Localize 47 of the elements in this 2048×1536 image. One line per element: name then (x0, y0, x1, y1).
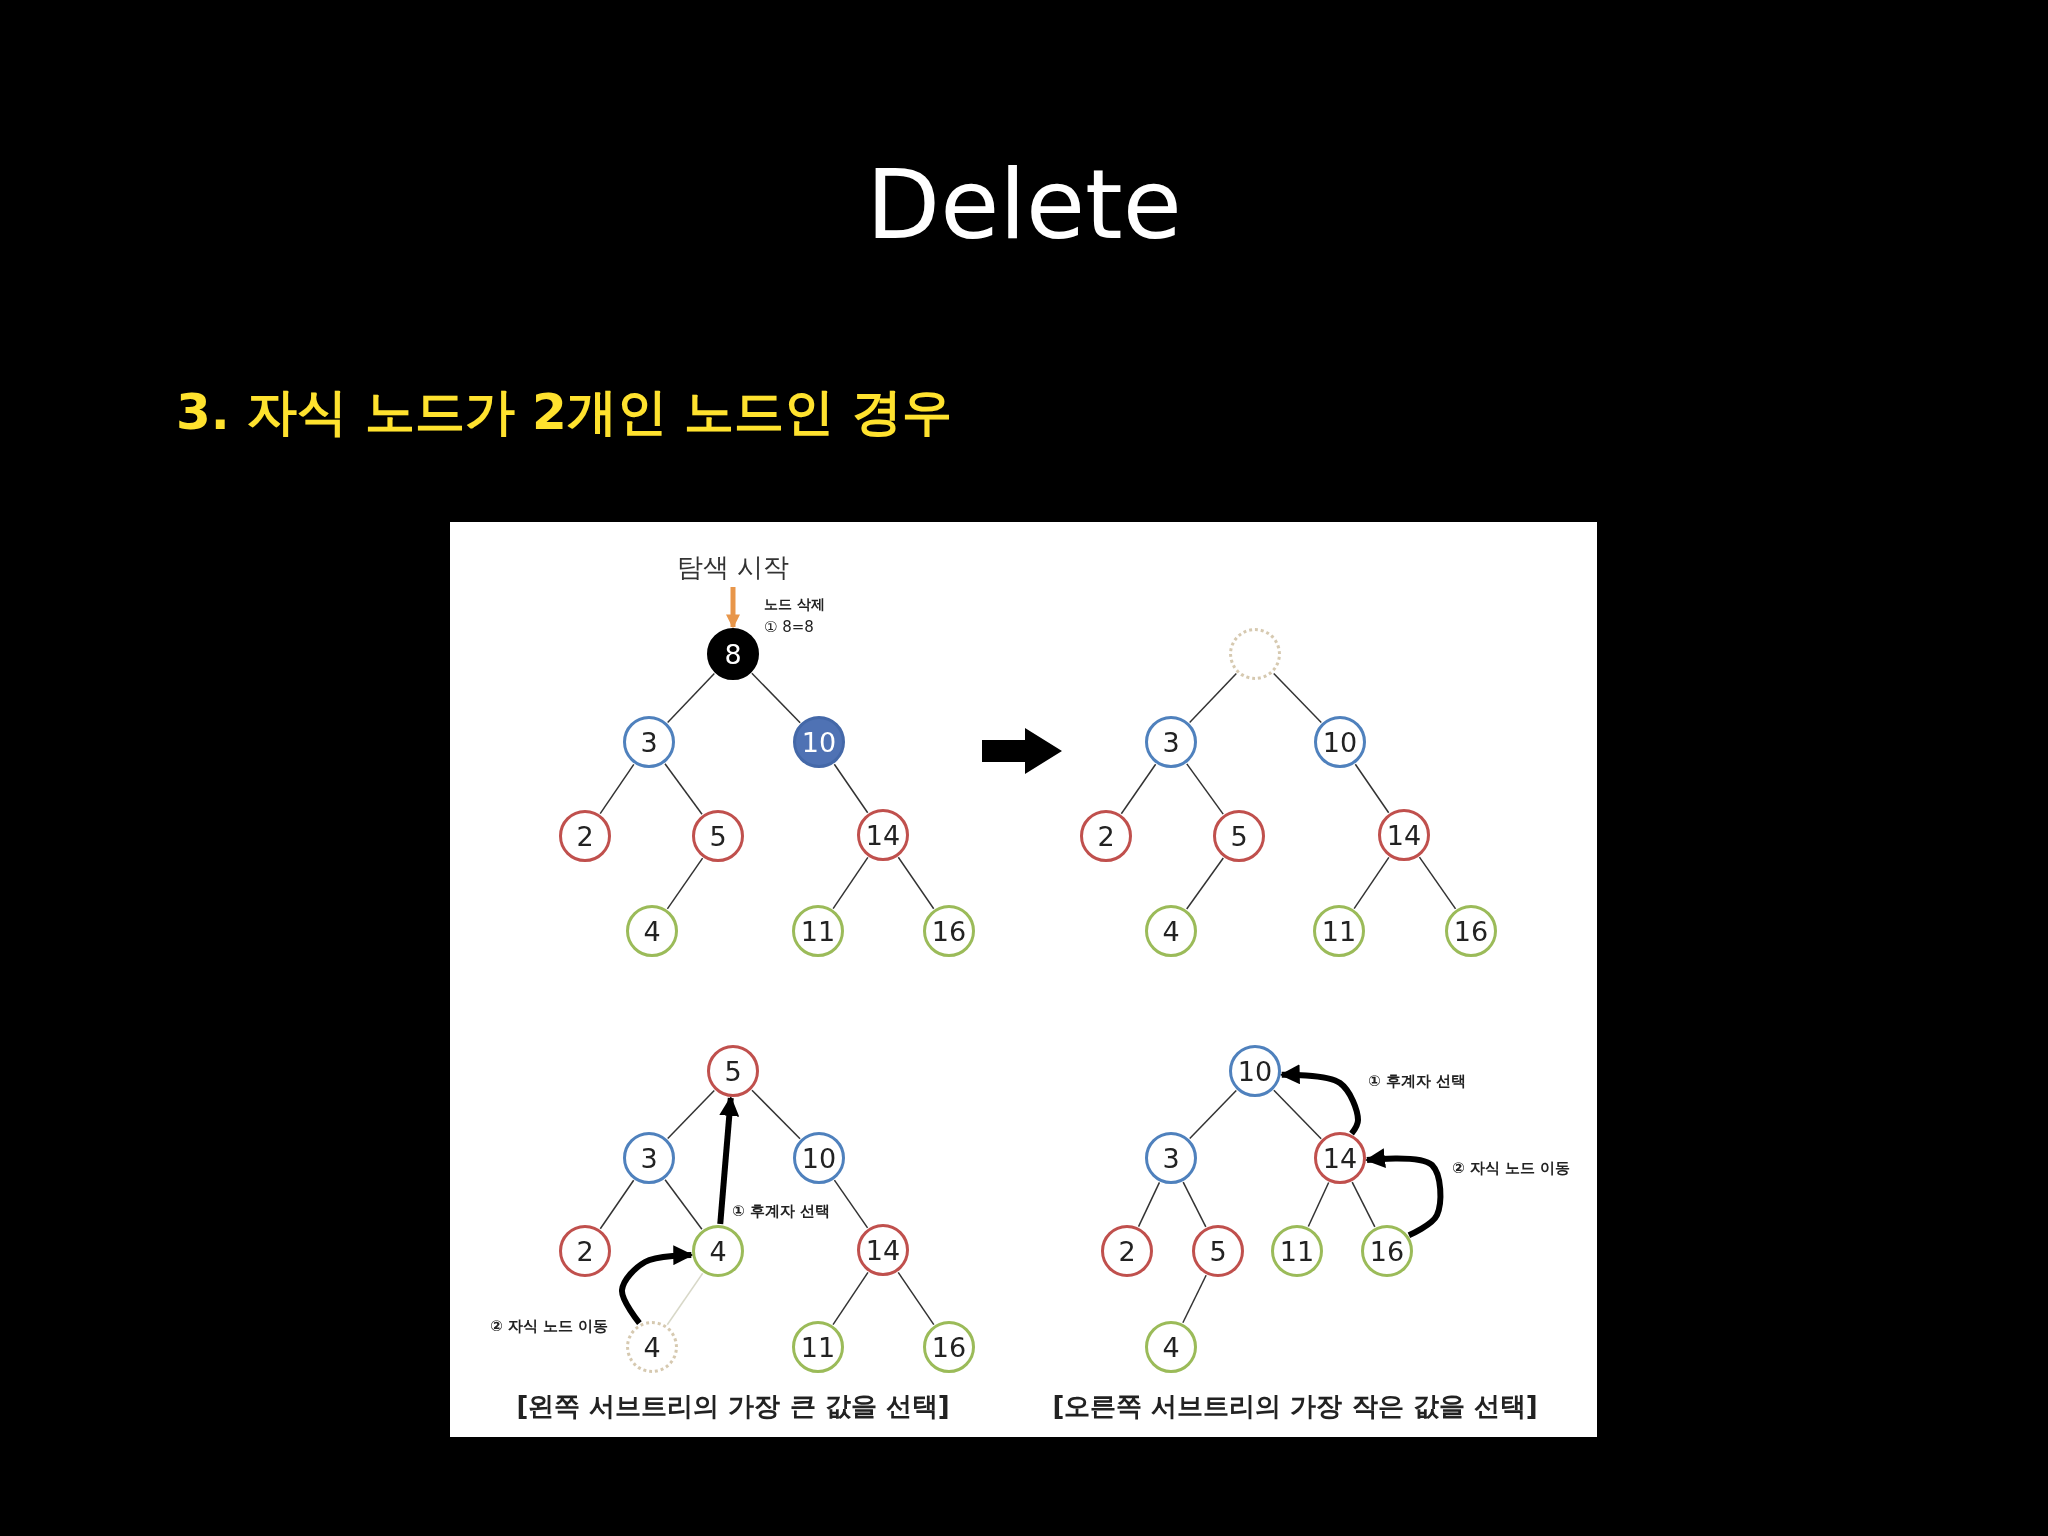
edge-label: ① 후계자 선택 (1368, 1071, 1467, 1091)
tree-edge (1273, 672, 1322, 724)
edge-label: ② 자식 노드 이동 (1452, 1158, 1571, 1178)
tree-edge (1120, 763, 1157, 815)
tree-edge (1185, 857, 1225, 910)
tree-edge (897, 856, 935, 910)
title: Delete (865, 148, 1183, 263)
tree-edge (599, 763, 635, 815)
tree-edge (1353, 856, 1390, 910)
tree-edge (1188, 672, 1238, 724)
edge-label: ② 자식 노드 이동 (490, 1316, 609, 1336)
arrow (619, 1245, 694, 1325)
tree-edge (1137, 1181, 1161, 1228)
caption: [오른쪽 서브트리의 가장 작은 값을 선택] (1051, 1390, 1539, 1423)
tree-edge (832, 1271, 869, 1326)
tree-edge (1418, 856, 1457, 910)
tree-edge (666, 1272, 704, 1326)
tree-edge (1182, 1181, 1207, 1228)
arrow (717, 1095, 740, 1225)
tree-edge (664, 763, 703, 815)
tree-edge (751, 672, 801, 724)
tree-edge (1351, 1181, 1376, 1228)
tree-edge (599, 1179, 635, 1230)
tree-edge (1189, 1089, 1237, 1140)
tree-edge (832, 856, 869, 910)
subtitle: 3. 자식 노드가 2개인 노드인 경우 (176, 382, 952, 443)
tree-edge (1182, 1274, 1207, 1324)
tree-edge (666, 857, 704, 910)
tree-edge (667, 1089, 715, 1140)
tree-edge (751, 1089, 801, 1140)
annotation-text: ① 8=8 (764, 618, 814, 638)
start-label: 탐색 시작 (653, 547, 813, 587)
arrow (1364, 1148, 1444, 1238)
tree-edge (1354, 763, 1390, 814)
tree-edge (897, 1271, 935, 1326)
arrow (726, 587, 740, 629)
tree-edge (664, 1178, 703, 1231)
annotation-text: 노드 삭제 (764, 595, 825, 614)
tree-edge (833, 1179, 869, 1229)
tree-edge (666, 672, 716, 724)
edge-label: ① 후계자 선택 (732, 1201, 831, 1221)
caption: [왼쪽 서브트리의 가장 큰 값을 선택] (515, 1390, 951, 1423)
tree-edge (833, 763, 869, 814)
tree-edge (1273, 1089, 1322, 1140)
tree-edge (1307, 1181, 1330, 1228)
arrow (1279, 1064, 1361, 1136)
tree-edge (1186, 763, 1224, 815)
